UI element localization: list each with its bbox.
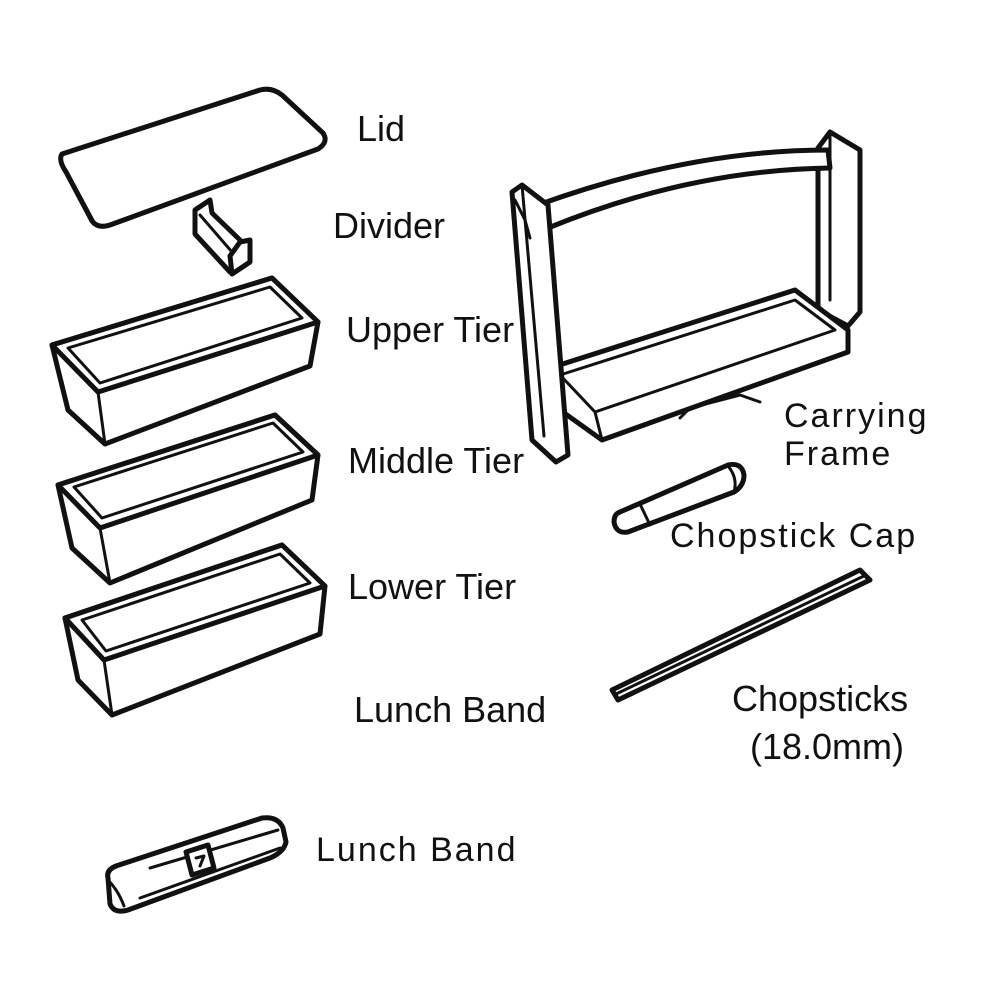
label-chopsticks-line1: Chopsticks: [732, 678, 909, 719]
label-middle-tier: Middle Tier: [348, 440, 525, 481]
label-carrying-frame-line2: Frame: [784, 435, 893, 473]
label-carrying-frame-line1: Carrying: [784, 397, 929, 435]
label-upper-tier: Upper Tier: [346, 309, 515, 350]
carrying-frame-drawing: [509, 129, 863, 465]
chopstick-cap-drawing: [611, 462, 747, 535]
label-lower-tier: Lower Tier: [348, 566, 517, 607]
middle-tier-drawing: [55, 412, 321, 586]
lower-tier-drawing: [62, 542, 328, 718]
lid-drawing: [58, 86, 328, 229]
buckle-icon: [183, 842, 217, 878]
divider-drawing: [192, 197, 253, 277]
label-divider: Divider: [333, 205, 446, 246]
label-lunch-band: Lunch Band: [354, 689, 547, 730]
label-lid: Lid: [357, 108, 406, 149]
upper-tier-drawing: [49, 275, 321, 447]
chopsticks-drawing: [609, 567, 873, 703]
label-chopstick-cap: Chopstick Cap: [670, 517, 918, 555]
label-chopsticks-line2: (18.0mm): [750, 726, 905, 767]
label-lunch-band-lower: Lunch Band: [316, 831, 518, 869]
